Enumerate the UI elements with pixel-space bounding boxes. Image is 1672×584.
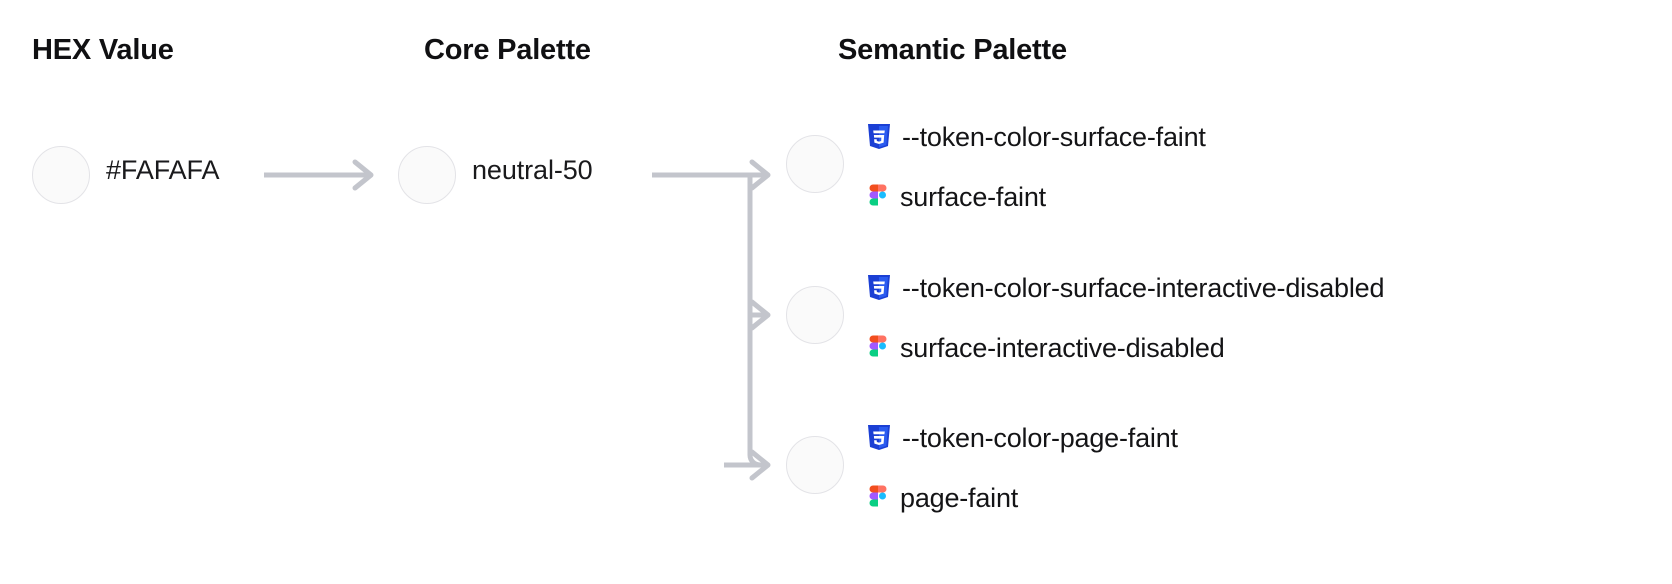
- hex-value-label: #FAFAFA: [106, 155, 220, 185]
- figma-icon: [866, 183, 890, 211]
- swatch-core-palette: [398, 146, 456, 204]
- core-palette-label: neutral-50: [472, 155, 593, 185]
- token-figma-line-0: surface-faint: [866, 183, 1046, 211]
- token-css-line-1: --token-color-surface-interactive-disabl…: [866, 274, 1384, 302]
- token-css-variable-2: --token-color-page-faint: [902, 422, 1178, 453]
- token-css-variable-0: --token-color-surface-faint: [902, 121, 1206, 152]
- token-figma-line-1: surface-interactive-disabled: [866, 334, 1225, 362]
- token-css-line-2: --token-color-page-faint: [866, 424, 1178, 452]
- column-heading-semantic-palette: Semantic Palette: [838, 34, 1067, 66]
- swatch-hex-value: [32, 146, 90, 204]
- css3-icon: [866, 424, 892, 452]
- css3-icon: [866, 274, 892, 302]
- arrow-core-to-semantic-branch: [652, 159, 771, 481]
- token-figma-line-2: page-faint: [866, 484, 1018, 512]
- figma-icon: [866, 484, 890, 512]
- swatch-semantic-token-1: [786, 286, 844, 344]
- token-css-line-0: --token-color-surface-faint: [866, 123, 1206, 151]
- column-heading-core-palette: Core Palette: [424, 34, 591, 66]
- token-figma-name-1: surface-interactive-disabled: [900, 332, 1225, 363]
- css3-icon: [866, 123, 892, 151]
- figma-icon: [866, 334, 890, 362]
- token-figma-name-0: surface-faint: [900, 181, 1046, 212]
- swatch-semantic-token-0: [786, 135, 844, 193]
- swatch-semantic-token-2: [786, 436, 844, 494]
- arrow-hex-to-core: [264, 159, 374, 191]
- token-figma-name-2: page-faint: [900, 482, 1019, 513]
- column-heading-hex-value: HEX Value: [32, 34, 174, 66]
- token-css-variable-1: --token-color-surface-interactive-disabl…: [902, 272, 1385, 303]
